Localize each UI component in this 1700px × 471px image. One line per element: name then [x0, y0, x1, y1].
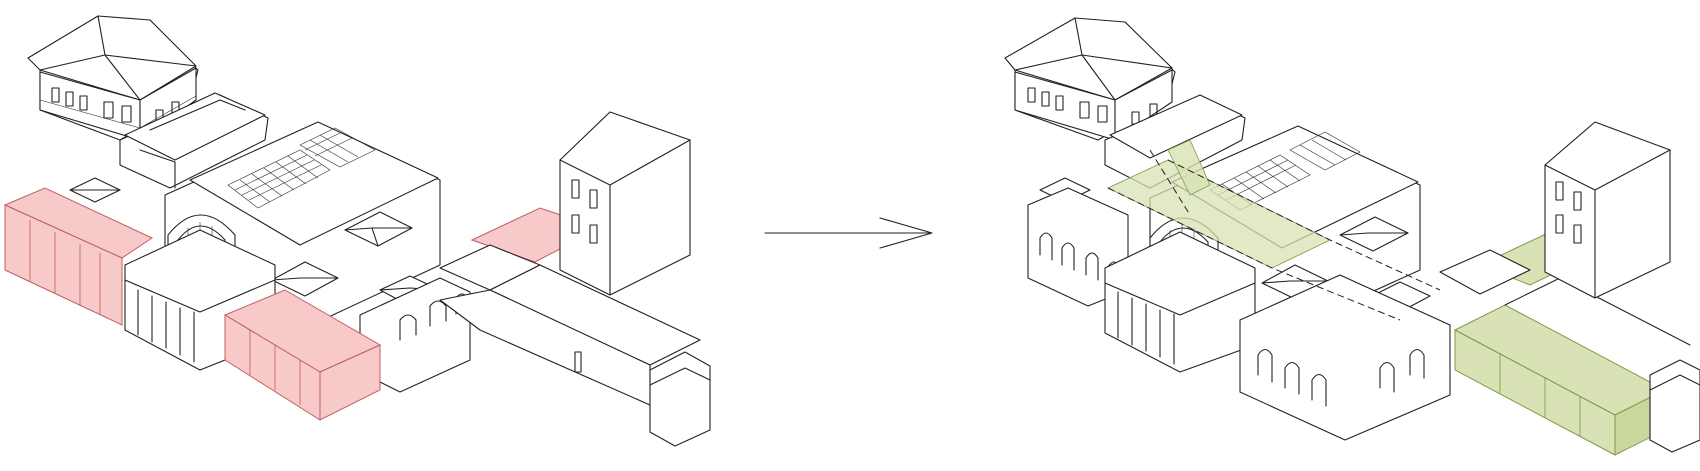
middle-wing-proposed [1104, 94, 1246, 189]
middle-wing [119, 92, 269, 189]
villa-windows [51, 87, 180, 123]
rear-villa-proposed [1004, 17, 1176, 141]
glazed-roof-grid [227, 127, 376, 209]
rear-villa [27, 15, 199, 141]
neighboring-house [559, 111, 691, 296]
west-wing-proposed [1027, 187, 1129, 307]
transformation-arrow [764, 217, 933, 249]
new-rooftop-extension [1107, 139, 1441, 321]
neighboring-house-proposed [1544, 121, 1671, 299]
demolished-south-wing [223, 289, 382, 421]
proposed-building-axonometric [1004, 17, 1700, 456]
link-corridor [439, 244, 701, 406]
gate-pier-proposed [1649, 359, 1700, 453]
existing-building-axonometric [3, 15, 711, 447]
new-link-building [1453, 304, 1667, 456]
south-wing-proposed [1239, 274, 1451, 441]
gate-pier [649, 351, 711, 447]
demolished-west-wing [3, 187, 154, 326]
